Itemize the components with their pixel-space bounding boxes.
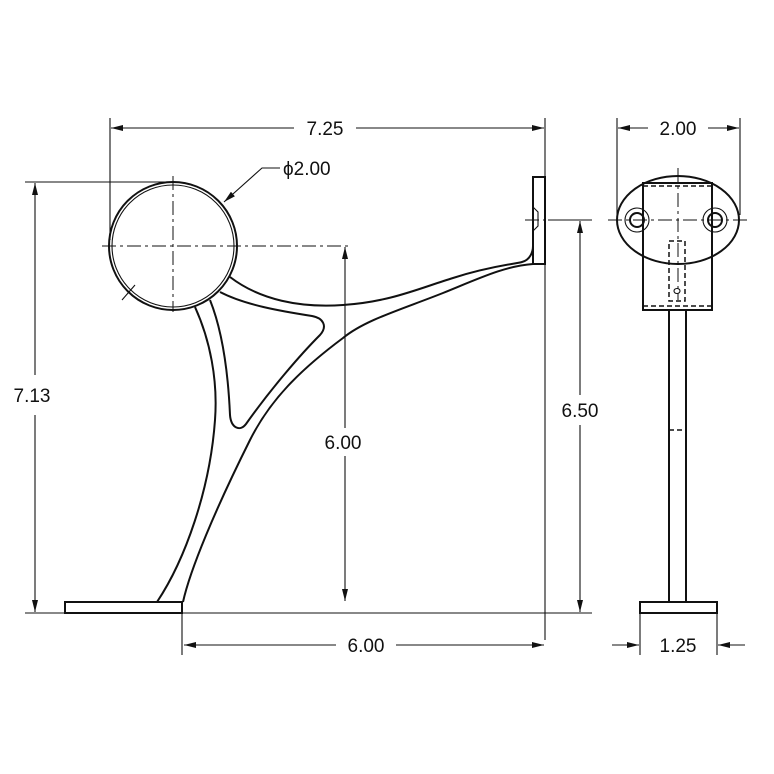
side-view <box>64 176 562 614</box>
dim-plate-width: 2.00 <box>660 119 697 140</box>
dim-wall-mount-height: 6.50 <box>562 401 599 422</box>
dim-rail-center-height: 6.00 <box>325 433 362 454</box>
dim-overall-width: 7.25 <box>307 119 344 140</box>
diameter-leader <box>223 167 280 203</box>
floor-base <box>64 601 183 614</box>
rail-saddle <box>642 182 713 311</box>
arm-upper-edge <box>229 245 534 307</box>
dimensions: 7.25 ϕ2.00 7.13 6.00 6.50 6.00 2.00 <box>14 118 745 657</box>
leg-outer-edge <box>156 306 217 603</box>
arm-lower-edge <box>182 263 534 603</box>
set-screw-hole <box>673 287 681 295</box>
stem-hidden-slot <box>668 240 686 302</box>
end-view <box>608 168 748 614</box>
dim-rail-diameter: ϕ2.00 <box>283 159 331 180</box>
rail-section-mark <box>121 284 136 301</box>
dim-base-to-wall: 6.00 <box>348 636 385 657</box>
inner-cutout <box>209 291 325 430</box>
end-view-base <box>639 601 718 614</box>
dim-base-width: 1.25 <box>660 636 697 657</box>
mount-hole-left-outer <box>624 207 650 233</box>
dim-overall-height: 7.13 <box>14 386 51 407</box>
wall-plate-countersink <box>532 206 539 232</box>
